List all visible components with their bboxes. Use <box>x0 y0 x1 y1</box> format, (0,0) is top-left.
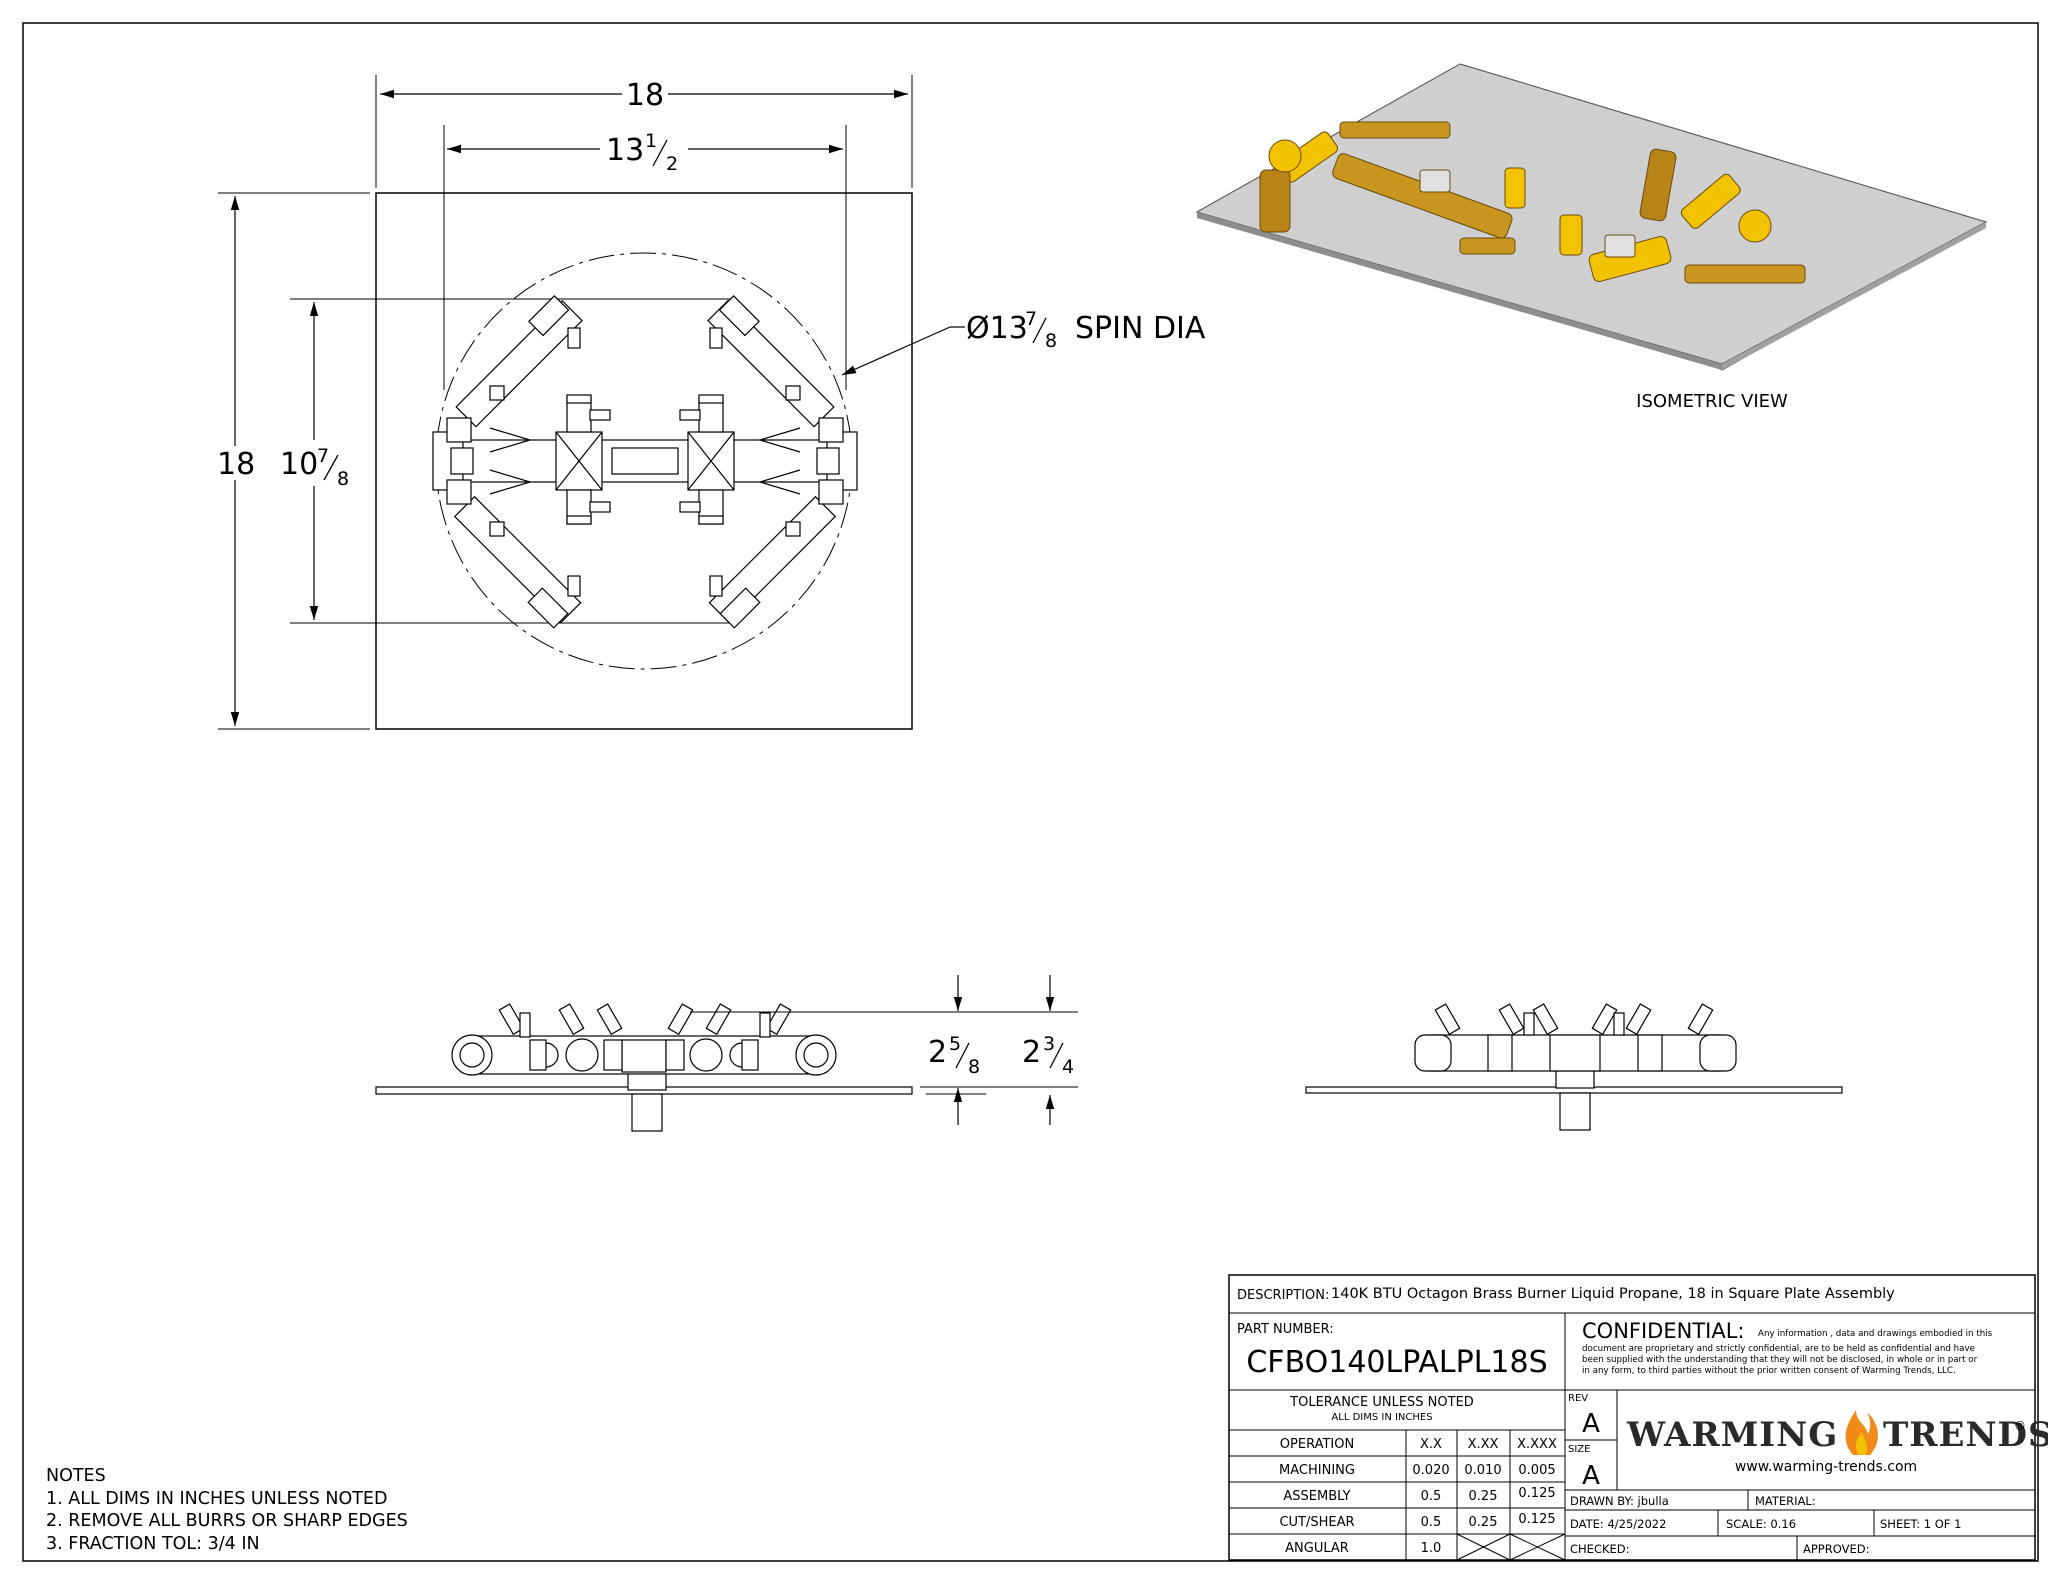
tolerance-subtitle: ALL DIMS IN INCHES <box>1331 1412 1432 1423</box>
pattern-height-num: 7 <box>317 445 329 467</box>
pattern-height-den: 8 <box>337 468 349 490</box>
confidential-line-1: Any information , data and drawings embo… <box>1758 1329 1993 1339</box>
tolerance-header: X.X <box>1420 1437 1442 1452</box>
part-number-label: PART NUMBER: <box>1237 1322 1334 1337</box>
plate-height-label: 18 <box>217 447 255 482</box>
spin-dia-callout: Ø13 7 8 SPIN DIA <box>841 308 1206 376</box>
spin-dia-num: 7 <box>1025 308 1037 330</box>
top-view: 18 13 1 2 18 10 7 8 Ø1 <box>214 75 1206 730</box>
pattern-width-den: 2 <box>666 153 678 175</box>
pattern-height-whole: 10 <box>280 447 318 482</box>
tolerance-header: X.XX <box>1468 1437 1499 1452</box>
dim-pattern-width: 13 1 2 <box>447 130 843 175</box>
burner-assembly-top <box>432 295 858 629</box>
note-item: 1. ALL DIMS IN INCHES UNLESS NOTED <box>46 1488 388 1509</box>
tolerance-cell: 0.125 <box>1518 1486 1555 1501</box>
pattern-width-num: 1 <box>645 130 657 152</box>
size-value: A <box>1582 1461 1600 1491</box>
rev-label: REV <box>1568 1393 1588 1404</box>
description-value: 140K BTU Octagon Brass Burner Liquid Pro… <box>1331 1286 1895 1302</box>
tolerance-cell: 0.25 <box>1469 1489 1498 1504</box>
note-item: 3. FRACTION TOL: 3/4 IN <box>46 1533 260 1554</box>
logo-text-warming: WARMING <box>1626 1415 1838 1455</box>
dim-plate-height: 18 <box>214 196 274 726</box>
date: DATE: 4/25/2022 <box>1570 1517 1666 1531</box>
square-plate <box>375 192 913 730</box>
side-h1-whole: 2 <box>928 1035 947 1070</box>
spin-dia-suffix: SPIN DIA <box>1075 311 1206 346</box>
rev-value: A <box>1582 1409 1600 1439</box>
logo-text-trends: TRENDS <box>1883 1415 2048 1455</box>
tolerance-cell: CUT/SHEAR <box>1279 1515 1354 1530</box>
drawn-by: DRAWN BY: jbulla <box>1570 1494 1669 1508</box>
material: MATERIAL: <box>1755 1494 1816 1508</box>
notes-block: NOTES 1. ALL DIMS IN INCHES UNLESS NOTED… <box>46 1465 408 1555</box>
tolerance-cell: ANGULAR <box>1285 1541 1349 1556</box>
sheet-number: SHEET: 1 OF 1 <box>1880 1517 1961 1531</box>
isometric-view: ISOMETRIC VIEW <box>1195 63 1988 412</box>
side-h2-num: 3 <box>1043 1033 1055 1055</box>
confidential-line-2: document are proprietary and strictly co… <box>1582 1344 1975 1354</box>
tolerance-cell: 0.5 <box>1421 1489 1442 1504</box>
side-h1-num: 5 <box>949 1033 961 1055</box>
confidential-title: CONFIDENTIAL: <box>1582 1319 1744 1343</box>
tolerance-cell: 0.010 <box>1464 1463 1501 1478</box>
tolerance-cell: 0.020 <box>1412 1463 1449 1478</box>
side-view-right <box>1305 1003 1843 1131</box>
part-number-value: CFBO140LPALPL18S <box>1246 1345 1547 1380</box>
tolerance-cell: 0.005 <box>1518 1463 1555 1478</box>
iso-view-label: ISOMETRIC VIEW <box>1636 391 1788 412</box>
sheet-border <box>22 22 2039 1562</box>
tolerance-header: X.XXX <box>1517 1437 1557 1452</box>
confidential-line-3: been supplied with the understanding tha… <box>1582 1355 1978 1365</box>
pattern-width-whole: 13 <box>606 133 644 168</box>
tolerance-cell: 0.25 <box>1469 1515 1498 1530</box>
logo-registered: ® <box>2014 1419 2026 1433</box>
confidential-line-4: in any form, to third parties without th… <box>1582 1366 1956 1376</box>
tolerance-cell: MACHINING <box>1279 1463 1355 1478</box>
title-block: DESCRIPTION: 140K BTU Octagon Brass Burn… <box>1228 1274 2048 1561</box>
side-view-front <box>375 1003 913 1132</box>
iso-burner <box>1259 121 1806 284</box>
notes-title: NOTES <box>46 1466 106 1486</box>
side-h2-whole: 2 <box>1022 1035 1041 1070</box>
plate-width-label: 18 <box>626 78 664 113</box>
dim-plate-width: 18 <box>380 78 908 113</box>
extension-lines <box>218 75 913 730</box>
checked: CHECKED: <box>1570 1542 1630 1556</box>
approved: APPROVED: <box>1803 1542 1869 1556</box>
spin-dia-den: 8 <box>1045 330 1057 352</box>
tolerance-cell: 0.125 <box>1518 1512 1555 1527</box>
scale: SCALE: 0.16 <box>1726 1517 1796 1531</box>
spin-dia-prefix: Ø13 <box>966 311 1028 346</box>
company-website: www.warming-trends.com <box>1735 1459 1917 1475</box>
description-label: DESCRIPTION: <box>1237 1288 1329 1303</box>
tolerance-cell: 0.5 <box>1421 1515 1442 1530</box>
side-h2-den: 4 <box>1062 1056 1074 1078</box>
tolerance-header: OPERATION <box>1280 1437 1354 1452</box>
tolerance-cell: ASSEMBLY <box>1283 1489 1350 1504</box>
tolerance-cell: 1.0 <box>1421 1541 1442 1556</box>
inlet-stub <box>631 1093 663 1132</box>
tolerance-table: OPERATION X.X X.XX X.XXX MACHINING 0.020… <box>1279 1437 1557 1556</box>
note-item: 2. REMOVE ALL BURRS OR SHARP EDGES <box>46 1511 408 1531</box>
tolerance-title: TOLERANCE UNLESS NOTED <box>1289 1395 1474 1410</box>
side-view-dims: 2 5 8 2 3 4 <box>690 975 1088 1125</box>
side-h1-den: 8 <box>968 1056 980 1078</box>
company-logo: WARMING TRENDS ® www.warming-trends.com <box>1626 1410 2048 1475</box>
size-label: SIZE <box>1568 1444 1590 1455</box>
dim-pattern-height: 10 7 8 <box>278 302 356 620</box>
